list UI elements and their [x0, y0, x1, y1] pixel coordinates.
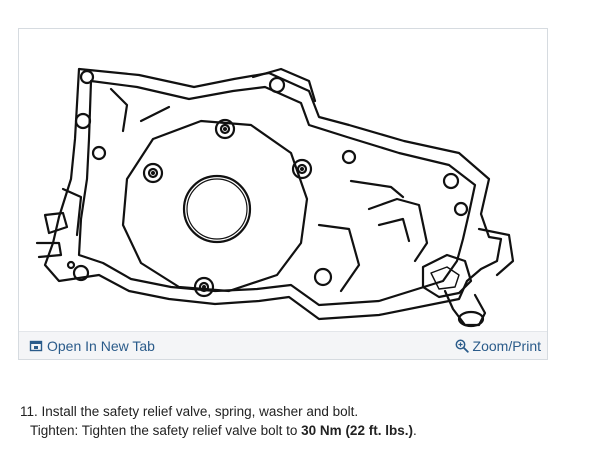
magnifier-plus-icon	[455, 339, 469, 353]
step-instructions: 11. Install the safety relief valve, spr…	[20, 402, 590, 440]
open-in-new-tab-link[interactable]: Open In New Tab	[29, 338, 155, 354]
zoom-print-link[interactable]: Zoom/Print	[455, 338, 541, 354]
torque-metric: 30 Nm	[301, 423, 342, 438]
oil-pump-diagram	[19, 29, 547, 331]
tighten-suffix: .	[412, 423, 417, 438]
step-line-tighten: Tighten: Tighten the safety relief valve…	[20, 421, 590, 440]
torque-imperial: (22 ft. lbs.)	[341, 423, 413, 438]
oil-pump-illustration	[35, 67, 515, 328]
zoom-print-label: Zoom/Print	[472, 338, 541, 354]
tighten-prefix: Tighten: Tighten the safety relief valve…	[30, 423, 302, 438]
figure-card: Open In New Tab Zoom/Print	[18, 28, 548, 360]
step-number: 11.	[20, 404, 42, 419]
open-in-new-tab-label: Open In New Tab	[47, 338, 155, 354]
figure-toolbar: Open In New Tab Zoom/Print	[19, 331, 547, 359]
step-line-install: 11. Install the safety relief valve, spr…	[20, 402, 590, 421]
step-instruction: Install the safety relief valve, spring,…	[41, 404, 359, 419]
open-new-tab-icon	[29, 339, 43, 353]
